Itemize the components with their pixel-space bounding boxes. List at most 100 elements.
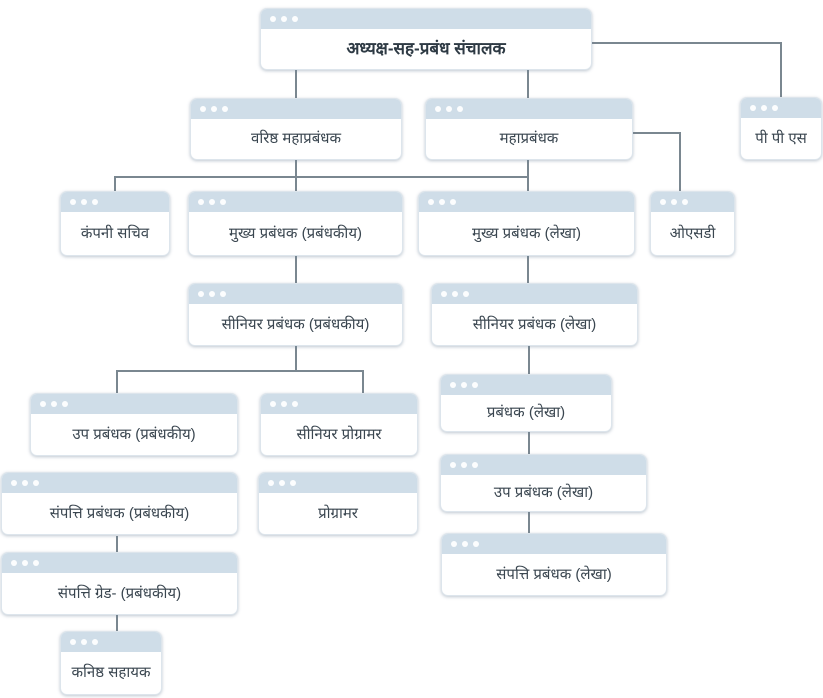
window-dot-icon — [81, 639, 87, 645]
connector-row3-bus — [114, 176, 529, 178]
org-node-senior-general-manager[interactable]: वरिष्ठ महाप्रबंधक — [190, 98, 402, 160]
connector-property-grade-down — [116, 615, 118, 631]
org-node-senior-manager-managerial[interactable]: सीनियर प्रबंधक (प्रबंधकीय) — [188, 283, 403, 346]
window-titlebar — [61, 632, 161, 652]
window-titlebar — [441, 455, 646, 475]
org-node-manager-accounts[interactable]: प्रबंधक (लेखा) — [440, 374, 612, 432]
connector-chairman-to-pps-horizontal — [592, 42, 782, 44]
window-dot-icon — [62, 401, 68, 407]
org-node-property-manager-accounts[interactable]: संपत्ति प्रबंधक (लेखा) — [441, 533, 667, 596]
org-node-label: संपत्ति ग्रेड- (प्रबंधकीय) — [57, 584, 182, 602]
window-titlebar — [31, 394, 237, 414]
org-node-label: कनिष्ठ सहायक — [71, 664, 151, 682]
org-node-label: ओएसडी — [669, 224, 716, 242]
window-dot-icon — [428, 199, 434, 205]
window-dot-icon — [462, 541, 468, 547]
connector-property-mgr-managerial-down — [116, 536, 118, 552]
org-node-property-manager-managerial[interactable]: संपत्ति प्रबंधक (प्रबंधकीय) — [1, 472, 238, 535]
window-titlebar — [442, 534, 666, 554]
window-dot-icon — [292, 401, 298, 407]
window-dot-icon — [198, 199, 204, 205]
org-node-label: उप प्रबंधक (लेखा) — [493, 484, 594, 502]
connector-chief-mgr-accounts-down — [527, 256, 529, 283]
window-titlebar — [432, 284, 637, 304]
window-dot-icon — [450, 462, 456, 468]
connector-chairman-to-pps-vertical — [780, 42, 782, 98]
window-dot-icon — [70, 639, 76, 645]
window-titlebar — [651, 192, 734, 212]
window-dot-icon — [439, 199, 445, 205]
org-node-chairman-cum-managing-director[interactable]: अध्यक्ष-सह-प्रबंध संचालक — [260, 8, 592, 70]
window-dot-icon — [222, 106, 228, 112]
window-dot-icon — [660, 199, 666, 205]
window-dot-icon — [772, 105, 778, 111]
window-dot-icon — [33, 480, 39, 486]
org-node-deputy-manager-managerial[interactable]: उप प्रबंधक (प्रबंधकीय) — [30, 393, 238, 456]
org-node-junior-assistant[interactable]: कनिष्ठ सहायक — [60, 631, 162, 695]
window-dot-icon — [11, 560, 17, 566]
connector-chief-mgr-managerial-down — [295, 256, 297, 283]
connector-senior-gm-down — [295, 160, 297, 191]
org-node-label: संपत्ति प्रबंधक (लेखा) — [496, 565, 612, 583]
window-dot-icon — [441, 291, 447, 297]
org-node-senior-programmer[interactable]: सीनियर प्रोग्रामर — [260, 393, 418, 456]
window-titlebar — [61, 192, 169, 212]
org-node-general-manager[interactable]: महाप्रबंधक — [425, 98, 633, 160]
window-dot-icon — [279, 480, 285, 486]
org-node-deputy-manager-accounts[interactable]: उप प्रबंधक (लेखा) — [440, 454, 647, 512]
window-dot-icon — [270, 401, 276, 407]
org-node-chief-manager-managerial[interactable]: मुख्य प्रबंधक (प्रबंधकीय) — [188, 191, 403, 256]
window-titlebar — [189, 284, 402, 304]
connector-senior-mgr-accounts-down — [528, 346, 530, 374]
window-dot-icon — [198, 291, 204, 297]
window-dot-icon — [22, 560, 28, 566]
window-dot-icon — [473, 541, 479, 547]
window-dot-icon — [682, 199, 688, 205]
window-dot-icon — [209, 291, 215, 297]
window-dot-icon — [81, 199, 87, 205]
window-dot-icon — [281, 16, 287, 22]
org-node-label: मुख्य प्रबंधक (प्रबंधकीय) — [228, 224, 363, 242]
connector-row5-bus — [116, 370, 364, 372]
org-node-label: उप प्रबंधक (प्रबंधकीय) — [72, 425, 196, 443]
window-dot-icon — [92, 199, 98, 205]
org-node-chief-manager-accounts[interactable]: मुख्य प्रबंधक (लेखा) — [418, 191, 635, 256]
org-node-company-secretary[interactable]: कंपनी सचिव — [60, 191, 170, 256]
connector-bus-to-deputy-mgr-managerial — [116, 370, 118, 393]
connector-gm-down — [527, 160, 529, 191]
window-dot-icon — [761, 105, 767, 111]
org-node-label: अध्यक्ष-सह-प्रबंध संचालक — [346, 39, 506, 59]
connector-bus-to-company-secretary — [114, 176, 116, 191]
window-dot-icon — [209, 199, 215, 205]
org-node-label: संपत्ति प्रबंधक (प्रबंधकीय) — [49, 504, 190, 522]
connector-bus-to-senior-programmer — [362, 370, 364, 393]
window-dot-icon — [463, 291, 469, 297]
org-node-osd[interactable]: ओएसडी — [650, 191, 735, 256]
window-dot-icon — [461, 462, 467, 468]
window-dot-icon — [22, 480, 28, 486]
org-node-programmer[interactable]: प्रोग्रामर — [258, 472, 418, 535]
org-node-property-grade-managerial[interactable]: संपत्ति ग्रेड- (प्रबंधकीय) — [1, 552, 238, 615]
window-titlebar — [191, 99, 401, 119]
window-dot-icon — [33, 560, 39, 566]
window-dot-icon — [70, 199, 76, 205]
window-titlebar — [189, 192, 402, 212]
connector-gm-to-osd-vertical — [679, 132, 681, 191]
window-titlebar — [2, 473, 237, 493]
org-node-label: पी पी एस — [755, 129, 807, 147]
window-dot-icon — [290, 480, 296, 486]
window-titlebar — [261, 9, 591, 29]
org-node-label: प्रोग्रामर — [318, 504, 358, 522]
window-dot-icon — [457, 106, 463, 112]
connector-mgr-accounts-down — [528, 432, 530, 454]
window-dot-icon — [40, 401, 46, 407]
connector-deputy-mgr-accounts-down — [528, 512, 530, 533]
window-titlebar — [419, 192, 634, 212]
org-node-senior-manager-accounts[interactable]: सीनियर प्रबंधक (लेखा) — [431, 283, 638, 346]
org-node-pps[interactable]: पी पी एस — [740, 97, 822, 160]
window-titlebar — [261, 394, 417, 414]
org-node-label: वरिष्ठ महाप्रबंधक — [250, 130, 342, 148]
window-dot-icon — [461, 382, 467, 388]
org-node-label: महाप्रबंधक — [499, 130, 559, 148]
window-dot-icon — [200, 106, 206, 112]
